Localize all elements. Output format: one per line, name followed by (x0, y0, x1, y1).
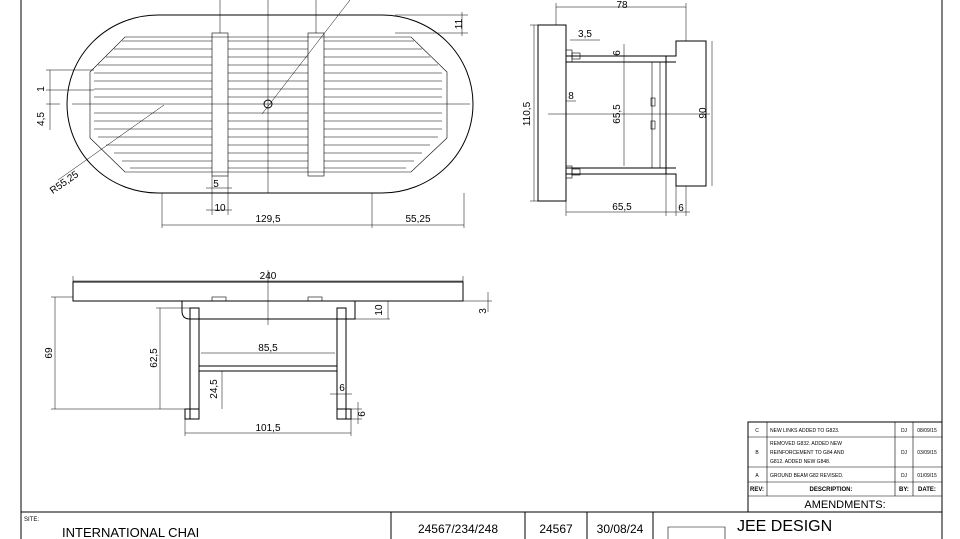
dim-1: 1 (36, 86, 47, 92)
amendment-description: REINFORCEMENT TO G84 AND (770, 450, 845, 456)
dim-11: 11 (454, 18, 465, 29)
amendments-title: AMENDMENTS: (804, 499, 885, 511)
drawing-reference: 24567/234/248 (418, 522, 498, 536)
job-number: 24567 (539, 522, 573, 536)
dim-6-bottom: 6 (678, 203, 684, 214)
amendment-date: 08/09/15 (917, 428, 937, 434)
end-view-dimension-labels: 78 3,5 6 110,5 8 65,5 90 65,5 6 (522, 0, 709, 214)
drawing-date: 30/08/24 (597, 522, 644, 536)
company-name: JEE DESIGN (737, 518, 832, 535)
amendment-rev: C (755, 428, 759, 434)
dim-65-5-horizontal: 65,5 (612, 202, 632, 213)
site-name: INTERNATIONAL CHAI (62, 525, 199, 539)
dim-69: 69 (44, 347, 55, 359)
end-view-drawing (530, 3, 713, 216)
amendments-header-by: BY: (899, 487, 909, 493)
amendment-by: DJ (901, 428, 908, 434)
amendment-description: NEW LINKS ADDED TO G823. (770, 428, 839, 434)
dim-78: 78 (616, 0, 628, 11)
amendment-rev: B (755, 450, 759, 456)
dim-6-a: 6 (339, 383, 345, 394)
dim-10: 10 (214, 203, 226, 214)
amendment-date: 03/09/15 (917, 450, 937, 456)
dim-8: 8 (568, 91, 574, 102)
side-view-drawing (51, 270, 492, 436)
dim-129-5: 129,5 (255, 214, 280, 225)
dim-6-top: 6 (612, 50, 623, 56)
amendments-header-description: DESCRIPTION: (809, 487, 852, 493)
dim-101-5: 101,5 (255, 423, 280, 434)
amendment-rev: A (755, 473, 759, 479)
dim-62-5: 62,5 (149, 348, 160, 368)
dim-90: 90 (698, 107, 709, 119)
dim-3: 3 (478, 308, 489, 314)
dim-55-25: 55,25 (405, 214, 430, 225)
site-label: SITE: (24, 517, 39, 523)
title-block (21, 511, 942, 539)
amendment-by: DJ (901, 450, 908, 456)
top-view-dimension-labels: 11 4,5 1 R55,25 5 10 129,5 55,25 (36, 18, 465, 225)
dim-radius: R55,25 (48, 169, 81, 197)
side-view-dimension-labels: 240 10 3 69 62,5 85,5 24,5 6 6 101,5 (44, 271, 489, 434)
dim-24-5: 24,5 (209, 379, 220, 399)
top-view-drawing (46, 0, 474, 228)
amendment-date: 01/09/15 (917, 473, 937, 479)
dim-4-5: 4,5 (36, 112, 47, 126)
amendments-header-date: DATE: (918, 487, 936, 493)
amendment-description: REMOVED G832. ADDED NEW (770, 441, 842, 447)
dim-6-b: 6 (357, 411, 368, 417)
dim-10: 10 (374, 304, 385, 316)
dim-5: 5 (213, 179, 219, 190)
dim-3-5: 3,5 (578, 29, 592, 40)
dim-85-5: 85,5 (258, 343, 278, 354)
amendment-by: DJ (901, 473, 908, 479)
amendment-description: GROUND BEAM G82 REVISED. (770, 473, 843, 479)
dim-110-5: 110,5 (522, 101, 533, 126)
dim-240: 240 (260, 271, 277, 282)
dim-65-5-vertical: 65,5 (612, 104, 623, 124)
amendments-header-rev: REV: (750, 487, 764, 493)
amendment-description: G812. ADDED NEW G848. (770, 459, 830, 465)
